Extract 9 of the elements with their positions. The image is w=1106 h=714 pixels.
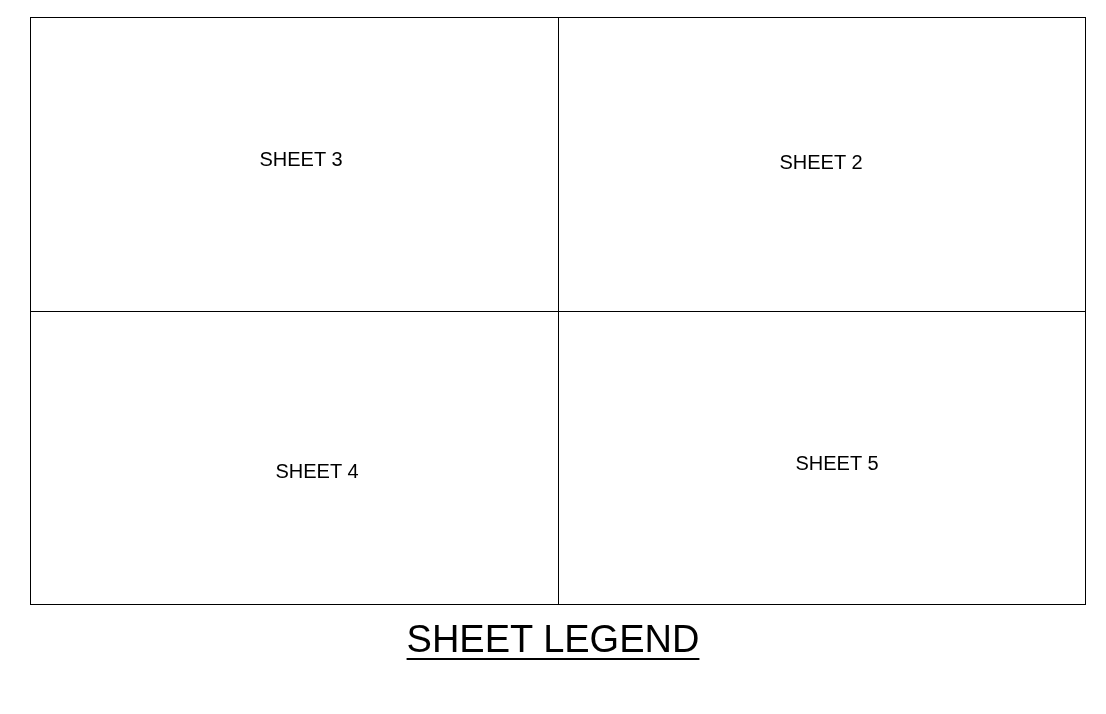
sheet-label: SHEET 2 bbox=[779, 150, 863, 174]
sheet-label: SHEET 3 bbox=[259, 147, 343, 171]
sheet-panel bbox=[30, 311, 559, 605]
sheet-panel bbox=[558, 311, 1086, 605]
sheet-label: SHEET 5 bbox=[795, 451, 879, 475]
title: SHEET LEGEND bbox=[406, 618, 700, 660]
sheet-panel bbox=[558, 17, 1086, 312]
sheet-panel bbox=[30, 17, 559, 312]
sheet-label: SHEET 4 bbox=[275, 459, 359, 483]
